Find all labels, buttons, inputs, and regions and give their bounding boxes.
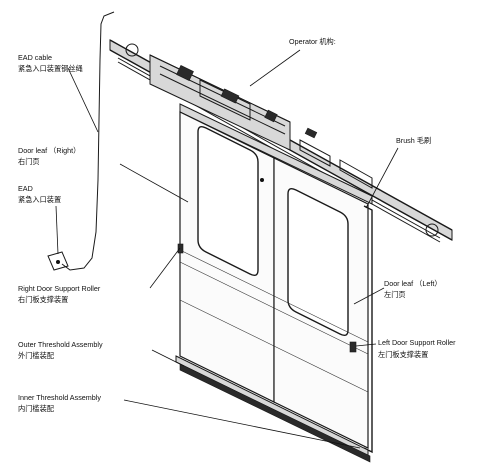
right-door-lock: [260, 178, 264, 182]
door-header: [179, 103, 373, 205]
label-brush: Brush 毛刷: [396, 136, 431, 145]
operator-mechanism: [125, 43, 439, 237]
leader-door-left: [353, 287, 385, 305]
left-roller-block: [349, 341, 357, 353]
leader-outer-threshold: [151, 349, 185, 367]
motor-block: [176, 65, 194, 81]
left-door-leaf: [273, 157, 369, 449]
label-ead-zh: 紧急入口装置: [18, 195, 61, 204]
latch-block: [264, 109, 278, 123]
label-right-roller-en: Right Door Support Roller: [18, 284, 101, 293]
gear-block: [220, 88, 240, 104]
pulley-right: [425, 223, 439, 237]
right-door-leaf: [177, 111, 275, 403]
label-right-roller-zh: 右门板支撑装置: [18, 295, 68, 304]
right-roller-block: [177, 243, 184, 254]
ead-device: [47, 251, 69, 271]
label-inner-threshold-zh: 内门槛装配: [18, 404, 54, 413]
leader-ead: [55, 205, 59, 255]
leader-inner-threshold: [123, 399, 361, 449]
label-left-roller-zh: 左门板支撑装置: [378, 350, 428, 359]
label-outer-threshold-en: Outer Threshold Assembly: [18, 340, 103, 349]
leader-ead-cable: [67, 67, 99, 133]
label-inner-threshold-en: Inner Threshold Assembly: [18, 393, 101, 402]
label-left-roller-en: Left Door Support Roller: [378, 338, 456, 347]
label-door-leaf-right-zh: 右门页: [18, 157, 40, 166]
bracket-block: [304, 127, 318, 139]
right-door-window: [197, 125, 259, 277]
label-ead-cable-zh: 紧急入口装置钢丝绳: [18, 64, 83, 73]
inner-threshold: [179, 363, 371, 463]
leader-door-right: [119, 163, 189, 203]
leader-brush: [365, 147, 399, 209]
label-ead-cable-en: EAD cable: [18, 53, 52, 62]
pulley-left: [125, 43, 139, 57]
leader-right-roller: [149, 247, 181, 289]
leader-left-roller: [355, 343, 377, 347]
label-door-leaf-left-en: Door leaf （Left）: [384, 279, 442, 288]
label-operator: Operator 机构:: [289, 37, 336, 46]
left-door-window: [287, 187, 349, 337]
leader-operator: [249, 49, 301, 87]
label-door-leaf-left-zh: 左门页: [384, 290, 406, 299]
ead-cable-wire: [61, 11, 115, 271]
label-outer-threshold-zh: 外门槛装配: [18, 351, 54, 360]
label-door-leaf-right-en: Door leaf （Right）: [18, 146, 80, 155]
label-ead-en: EAD: [18, 184, 33, 193]
